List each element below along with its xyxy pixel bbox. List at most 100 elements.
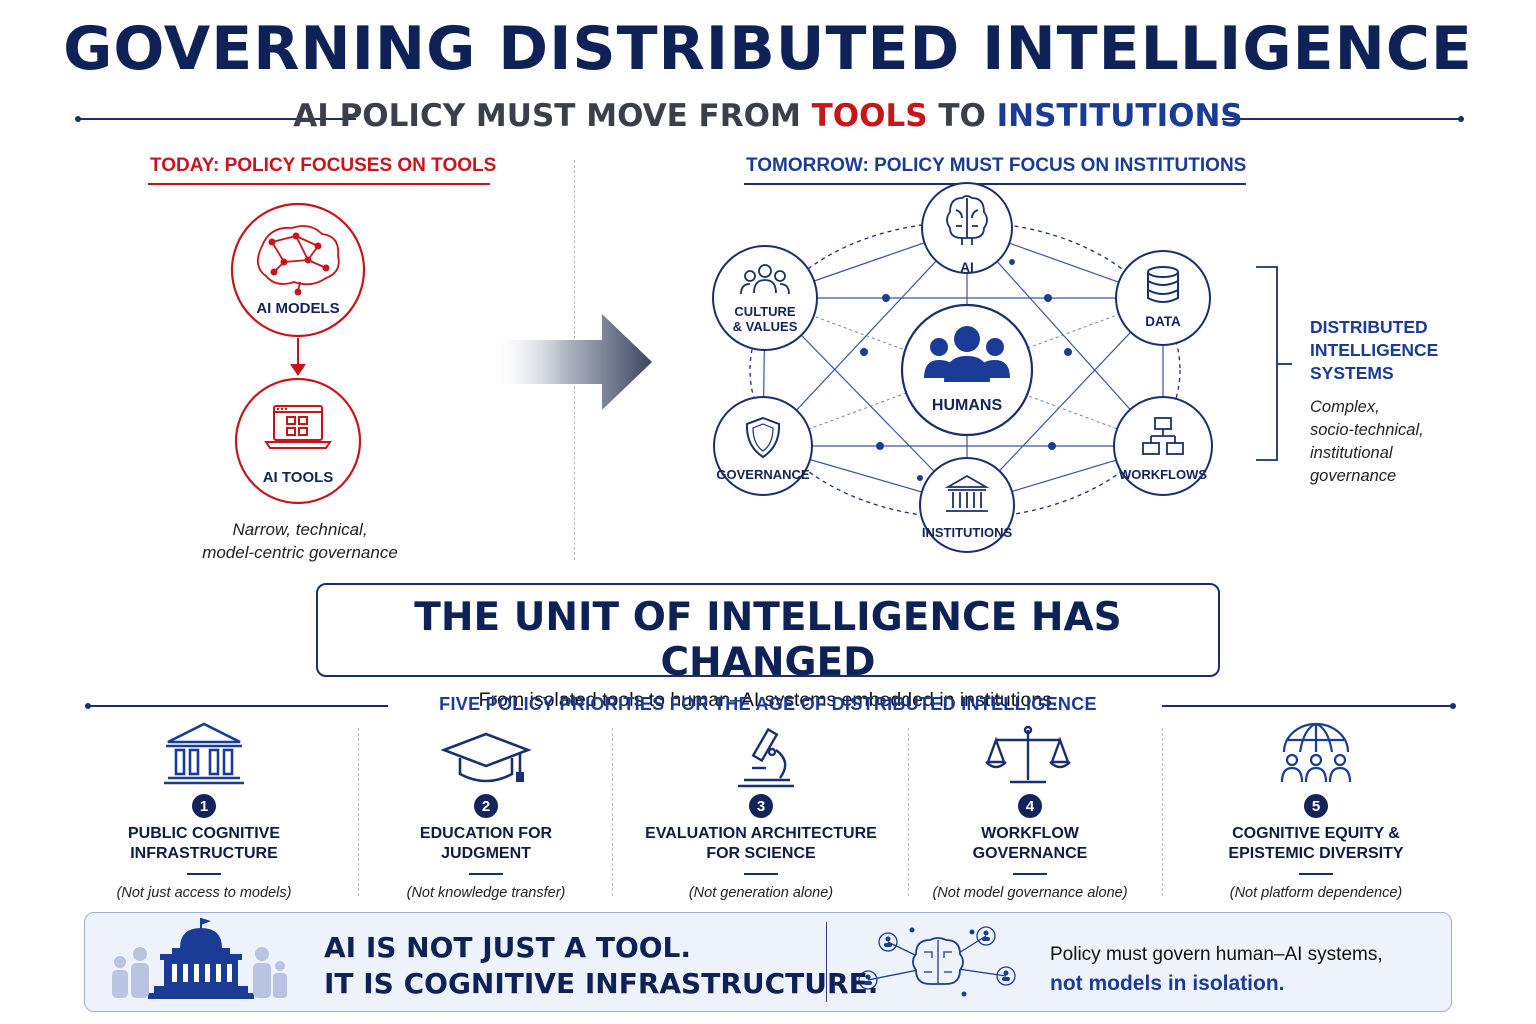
priority-item-3: 3 EVALUATION ARCHITECTURE FOR SCIENCE (N… xyxy=(626,794,896,901)
priority-item-4: 4 WORKFLOW GOVERNANCE (Not model governa… xyxy=(910,794,1150,901)
unit-banner-subline: From isolated tools to human–AI systems … xyxy=(478,689,1058,711)
humans-node-label: HUMANS xyxy=(931,397,1003,414)
community-icon xyxy=(740,264,790,295)
globe-people-icon xyxy=(1280,722,1352,783)
institution-columns-icon xyxy=(164,722,244,785)
transition-arrow xyxy=(490,314,652,410)
models-to-tools-arrow xyxy=(290,338,306,376)
neural-net-brain-icon xyxy=(256,225,340,293)
network-person-glyphs xyxy=(864,927,1010,997)
subtitle-rule-right xyxy=(1222,118,1460,120)
priority-title-5-line2: EPISTEMIC DIVERSITY xyxy=(1228,845,1404,862)
microscope-icon xyxy=(738,727,794,788)
priority-note-5: (Not platform dependence) xyxy=(1229,885,1403,901)
database-icon xyxy=(1147,266,1179,303)
systems-desc-line4: governance xyxy=(1310,467,1397,485)
priority-number-5: 5 xyxy=(1304,794,1328,818)
footer-statement-line1: AI IS NOT JUST A TOOL. xyxy=(324,931,692,964)
priority-underline-3 xyxy=(744,873,778,875)
unit-banner-headline: THE UNIT OF INTELLIGENCE HAS CHANGED xyxy=(414,595,1122,685)
institutions-node-label: INSTITUTIONS xyxy=(921,525,1013,540)
footer-banner xyxy=(84,912,1452,1012)
priorities-rule-dot-right xyxy=(1450,703,1456,709)
workflows-node xyxy=(1113,396,1213,496)
brain-chip-icon xyxy=(946,195,988,245)
priority-underline-5 xyxy=(1299,873,1333,875)
graduation-tassel xyxy=(516,772,524,782)
footer-policy-line1: Policy must govern human–AI systems, xyxy=(1050,944,1383,965)
ai-node-label: AI xyxy=(960,260,974,275)
priority-title-1-line1: PUBLIC COGNITIVE xyxy=(127,825,280,842)
shield-icon xyxy=(745,416,781,459)
priority-title-3-line2: FOR SCIENCE xyxy=(706,845,816,862)
today-caption-line1: Narrow, technical, xyxy=(232,520,368,539)
priority-underline-1 xyxy=(187,873,221,875)
priority-note-1: (Not just access to models) xyxy=(116,885,292,901)
priority-title-1-line2: INFRASTRUCTURE xyxy=(130,845,278,862)
priority-title-4-line1: WORKFLOW xyxy=(981,825,1079,842)
priority-number-4: 4 xyxy=(1018,794,1042,818)
subtitle-rule-dot-left xyxy=(75,116,81,122)
priority-underline-2 xyxy=(469,873,503,875)
priority-item-1: 1 PUBLIC COGNITIVE INFRASTRUCTURE (Not j… xyxy=(84,794,324,901)
neural-net-nodes xyxy=(268,232,330,296)
footer-statement: AI IS NOT JUST A TOOL. IT IS COGNITIVE I… xyxy=(324,930,878,1002)
priority-note-2: (Not knowledge transfer) xyxy=(406,885,566,901)
priority-title-4-line2: GOVERNANCE xyxy=(972,845,1088,862)
priority-number-2: 2 xyxy=(474,794,498,818)
page-subtitle: AI POLICY MUST MOVE FROM TOOLS TO INSTIT… xyxy=(0,98,1536,134)
systems-description: Complex, socio-technical, institutional … xyxy=(1310,396,1424,488)
today-heading: TODAY: POLICY FOCUSES ON TOOLS xyxy=(150,155,497,176)
today-heading-underline xyxy=(148,183,490,185)
network-boundary xyxy=(749,221,1181,519)
scales-icon xyxy=(985,725,1071,784)
human-ai-network-icon xyxy=(858,926,1016,990)
footer-policy-note: Policy must govern human–AI systems, not… xyxy=(1050,940,1383,998)
citizens-silhouette-icon xyxy=(112,947,287,998)
workflows-node-label: WORKFLOWS xyxy=(1118,467,1208,482)
priority-item-2: 2 EDUCATION FOR JUDGMENT (Not knowledge … xyxy=(366,794,606,901)
subtitle-institutions-word: INSTITUTIONS xyxy=(996,98,1243,134)
priority-title-3-line1: EVALUATION ARCHITECTURE xyxy=(645,825,877,842)
systems-title-line3: SYSTEMS xyxy=(1310,363,1394,383)
priority-number-1: 1 xyxy=(192,794,216,818)
building-columns-icon xyxy=(944,474,990,512)
priority-number-3: 3 xyxy=(749,794,773,818)
priority-divider-4 xyxy=(1162,728,1163,896)
network-junction-dots xyxy=(860,259,1072,481)
governance-node xyxy=(713,396,813,496)
priorities-rule-dot-left xyxy=(85,703,91,709)
data-node-label: DATA xyxy=(1145,314,1181,329)
priority-title-2-line2: JUDGMENT xyxy=(441,845,531,862)
culture-values-node-label: CULTURE & VALUES xyxy=(732,304,798,334)
priority-underline-4 xyxy=(1013,873,1047,875)
tomorrow-heading-underline xyxy=(744,183,1246,185)
subtitle-tools-word: TOOLS xyxy=(811,98,928,134)
shield-inner-line xyxy=(752,423,774,452)
people-group-icon xyxy=(924,326,1010,382)
governance-node-label: GOVERNANCE xyxy=(716,467,810,482)
systems-title-line2: INTELLIGENCE xyxy=(1310,340,1439,360)
today-caption-line2: model-centric governance xyxy=(202,543,398,562)
priorities-heading: FIVE POLICY PRIORITIES FOR THE AGE OF DI… xyxy=(439,694,1097,714)
priority-note-4: (Not model governance alone) xyxy=(932,885,1128,901)
subtitle-rule-left xyxy=(78,118,356,120)
laptop-dots xyxy=(276,407,288,411)
priority-divider-1 xyxy=(358,728,359,896)
footer-divider xyxy=(826,922,827,1002)
capitol-building-icon xyxy=(148,918,254,999)
priorities-rule-left xyxy=(88,705,388,707)
priority-divider-2 xyxy=(612,728,613,896)
flowchart-icon xyxy=(1142,417,1184,455)
systems-title-line1: DISTRIBUTED xyxy=(1310,317,1428,337)
unit-of-intelligence-banner: THE UNIT OF INTELLIGENCE HAS CHANGED Fro… xyxy=(316,583,1220,711)
systems-desc-line3: institutional xyxy=(1310,444,1393,462)
priority-item-5: 5 COGNITIVE EQUITY & EPISTEMIC DIVERSITY… xyxy=(1186,794,1446,901)
footer-statement-line2: IT IS COGNITIVE INFRASTRUCTURE. xyxy=(324,967,879,1000)
graduation-cap-icon xyxy=(440,732,532,783)
priority-note-3: (Not generation alone) xyxy=(688,885,834,901)
